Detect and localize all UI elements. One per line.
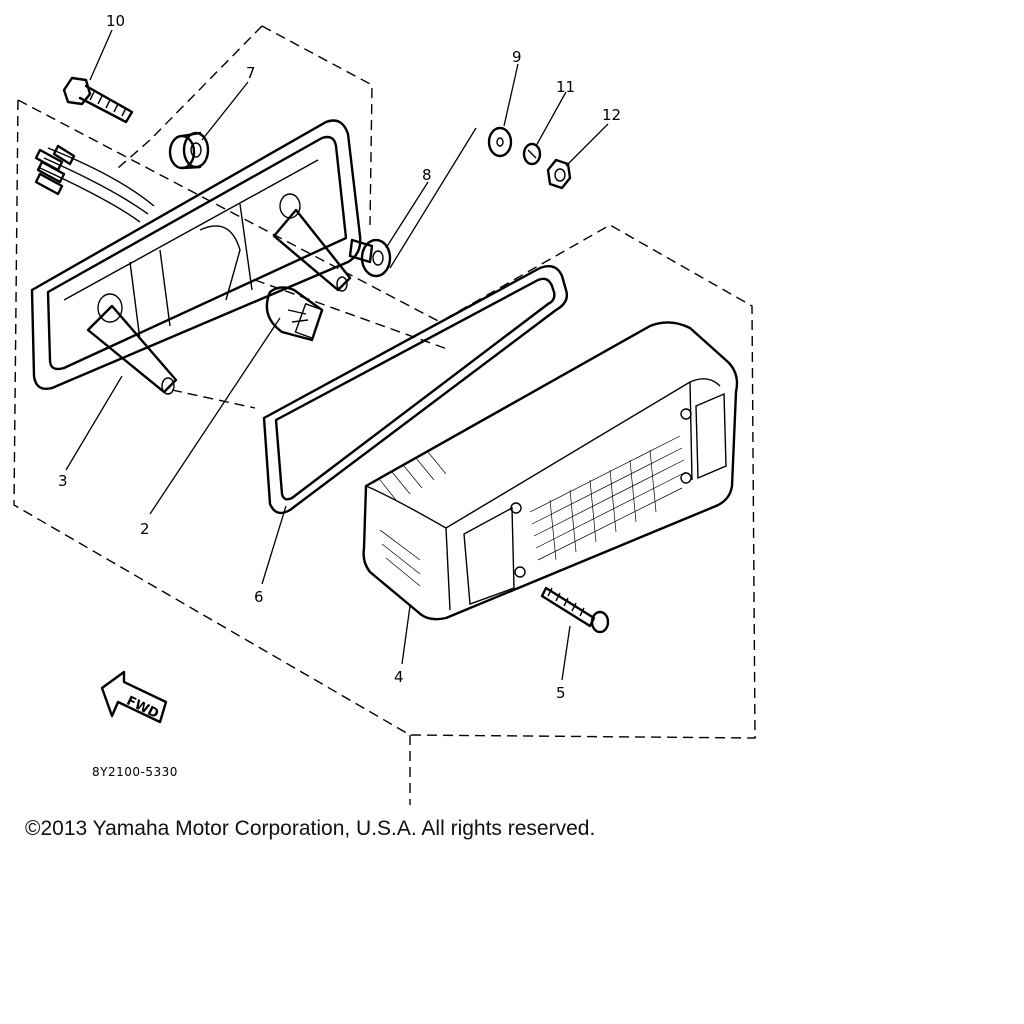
lens-part-4 (362, 321, 739, 621)
copyright-notice: ©2013 Yamaha Motor Corporation, U.S.A. A… (25, 817, 596, 840)
screw-part-5 (540, 586, 610, 634)
callout-4: 4 (394, 668, 404, 686)
bulb-part-2 (265, 286, 324, 342)
lamp-housing-part-1 (30, 119, 362, 395)
drawing-number: 8Y2100-5330 (92, 765, 178, 779)
callout-11: 11 (556, 78, 575, 96)
callout-7: 7 (246, 64, 256, 82)
callout-10: 10 (106, 12, 125, 30)
callout-3: 3 (58, 472, 68, 490)
forward-direction-arrow: FWD (100, 670, 168, 724)
collar-part-8 (348, 238, 392, 278)
assembly-boundary (13, 25, 756, 805)
lock-washer-part-11 (522, 142, 542, 166)
bolt-part-10 (62, 76, 134, 124)
callout-12: 12 (602, 106, 621, 124)
callout-9: 9 (512, 48, 522, 66)
callout-8: 8 (422, 166, 432, 184)
leader-lines (65, 29, 609, 681)
grommet-part-7 (168, 131, 210, 170)
callout-labels: 10 7 9 11 12 8 3 2 6 4 5 (58, 12, 621, 702)
callout-6: 6 (254, 588, 264, 606)
callout-2: 2 (140, 520, 150, 538)
washer-part-9 (487, 126, 513, 158)
nut-part-12 (546, 158, 572, 190)
gasket-part-6 (262, 265, 569, 515)
callout-5: 5 (556, 684, 566, 702)
